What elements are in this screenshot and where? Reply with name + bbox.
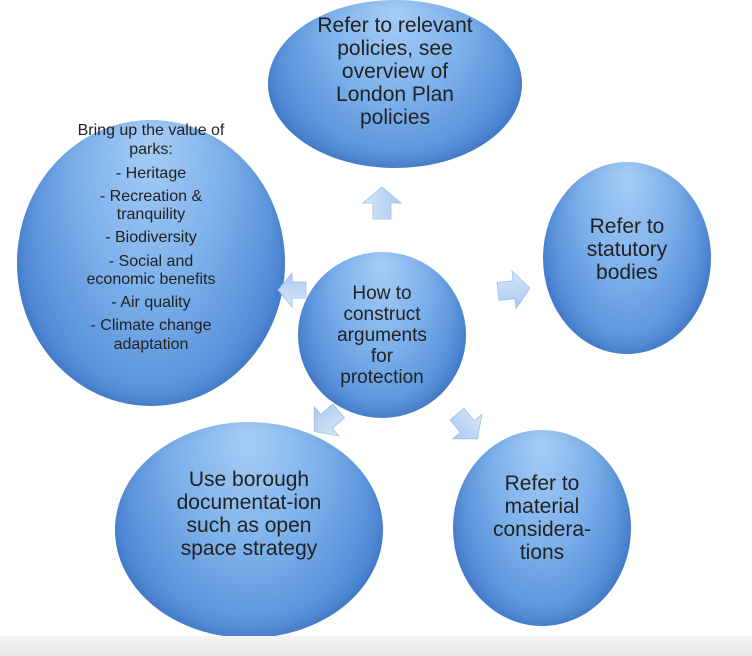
node-material-considerations: Refer to material considera- tions [453, 430, 631, 626]
list-item: - Social and economic benefits [86, 252, 216, 289]
node-label: Refer to relevant policies, see overview… [317, 14, 473, 129]
arrow-up-icon [361, 186, 403, 220]
list-item: - Heritage [115, 164, 187, 182]
list-item: - Climate change adaptation [90, 317, 212, 353]
node-heading: Bring up the value of parks: [77, 122, 225, 158]
node-label: Refer to statutory bodies [586, 214, 668, 284]
bottom-band [0, 636, 752, 656]
arrow-down-right-icon [449, 407, 483, 440]
node-borough-documentation: Use borough documentat-ion such as open … [115, 422, 383, 638]
node-label: Refer to material considera- tions [492, 472, 592, 564]
node-center-topic: How to construct arguments for protectio… [298, 252, 466, 418]
node-london-plan-policies: Refer to relevant policies, see overview… [268, 0, 522, 168]
arrow-down-left-icon [313, 403, 346, 437]
arrow-left-icon [277, 271, 307, 309]
list-item: - Air quality [111, 294, 191, 312]
node-statutory-bodies: Refer to statutory bodies [543, 162, 711, 354]
center-label: How to construct arguments for protectio… [337, 282, 427, 388]
arrow-right-icon [496, 269, 531, 310]
list-item: - Recreation & tranquility [99, 187, 203, 224]
node-value-of-parks: Bring up the value of parks: - Heritage … [17, 120, 285, 406]
node-label: Use borough documentat-ion such as open … [176, 468, 322, 560]
list-item: - Biodiversity [105, 229, 197, 247]
